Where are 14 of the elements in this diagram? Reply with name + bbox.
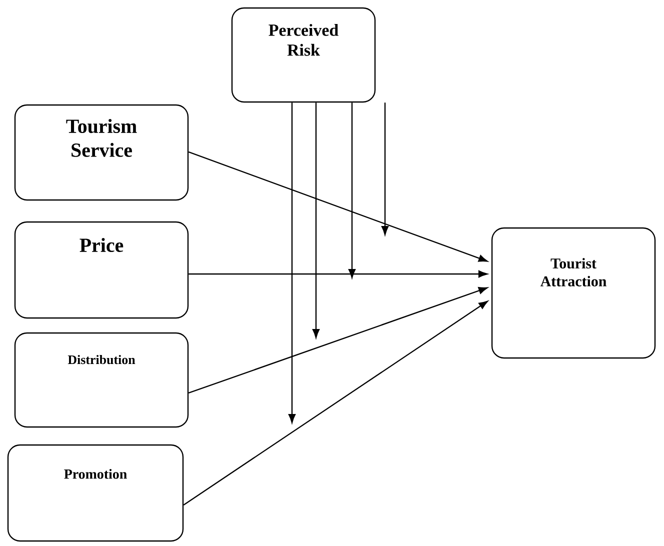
concept-box: Distribution (14, 332, 189, 428)
arrow (312, 102, 320, 338)
arrow (188, 270, 488, 278)
concept-box: Tourism Service (14, 104, 189, 201)
arrow (348, 102, 356, 278)
concept-box: Tourist Attraction (491, 227, 656, 359)
arrow (188, 151, 488, 262)
concept-box: Price (14, 221, 189, 319)
arrow (183, 300, 488, 506)
arrow (188, 287, 488, 394)
arrow (381, 102, 389, 236)
concept-box: Perceived Risk (231, 7, 376, 103)
concept-box: Promotion (7, 444, 184, 542)
arrow (288, 102, 296, 424)
